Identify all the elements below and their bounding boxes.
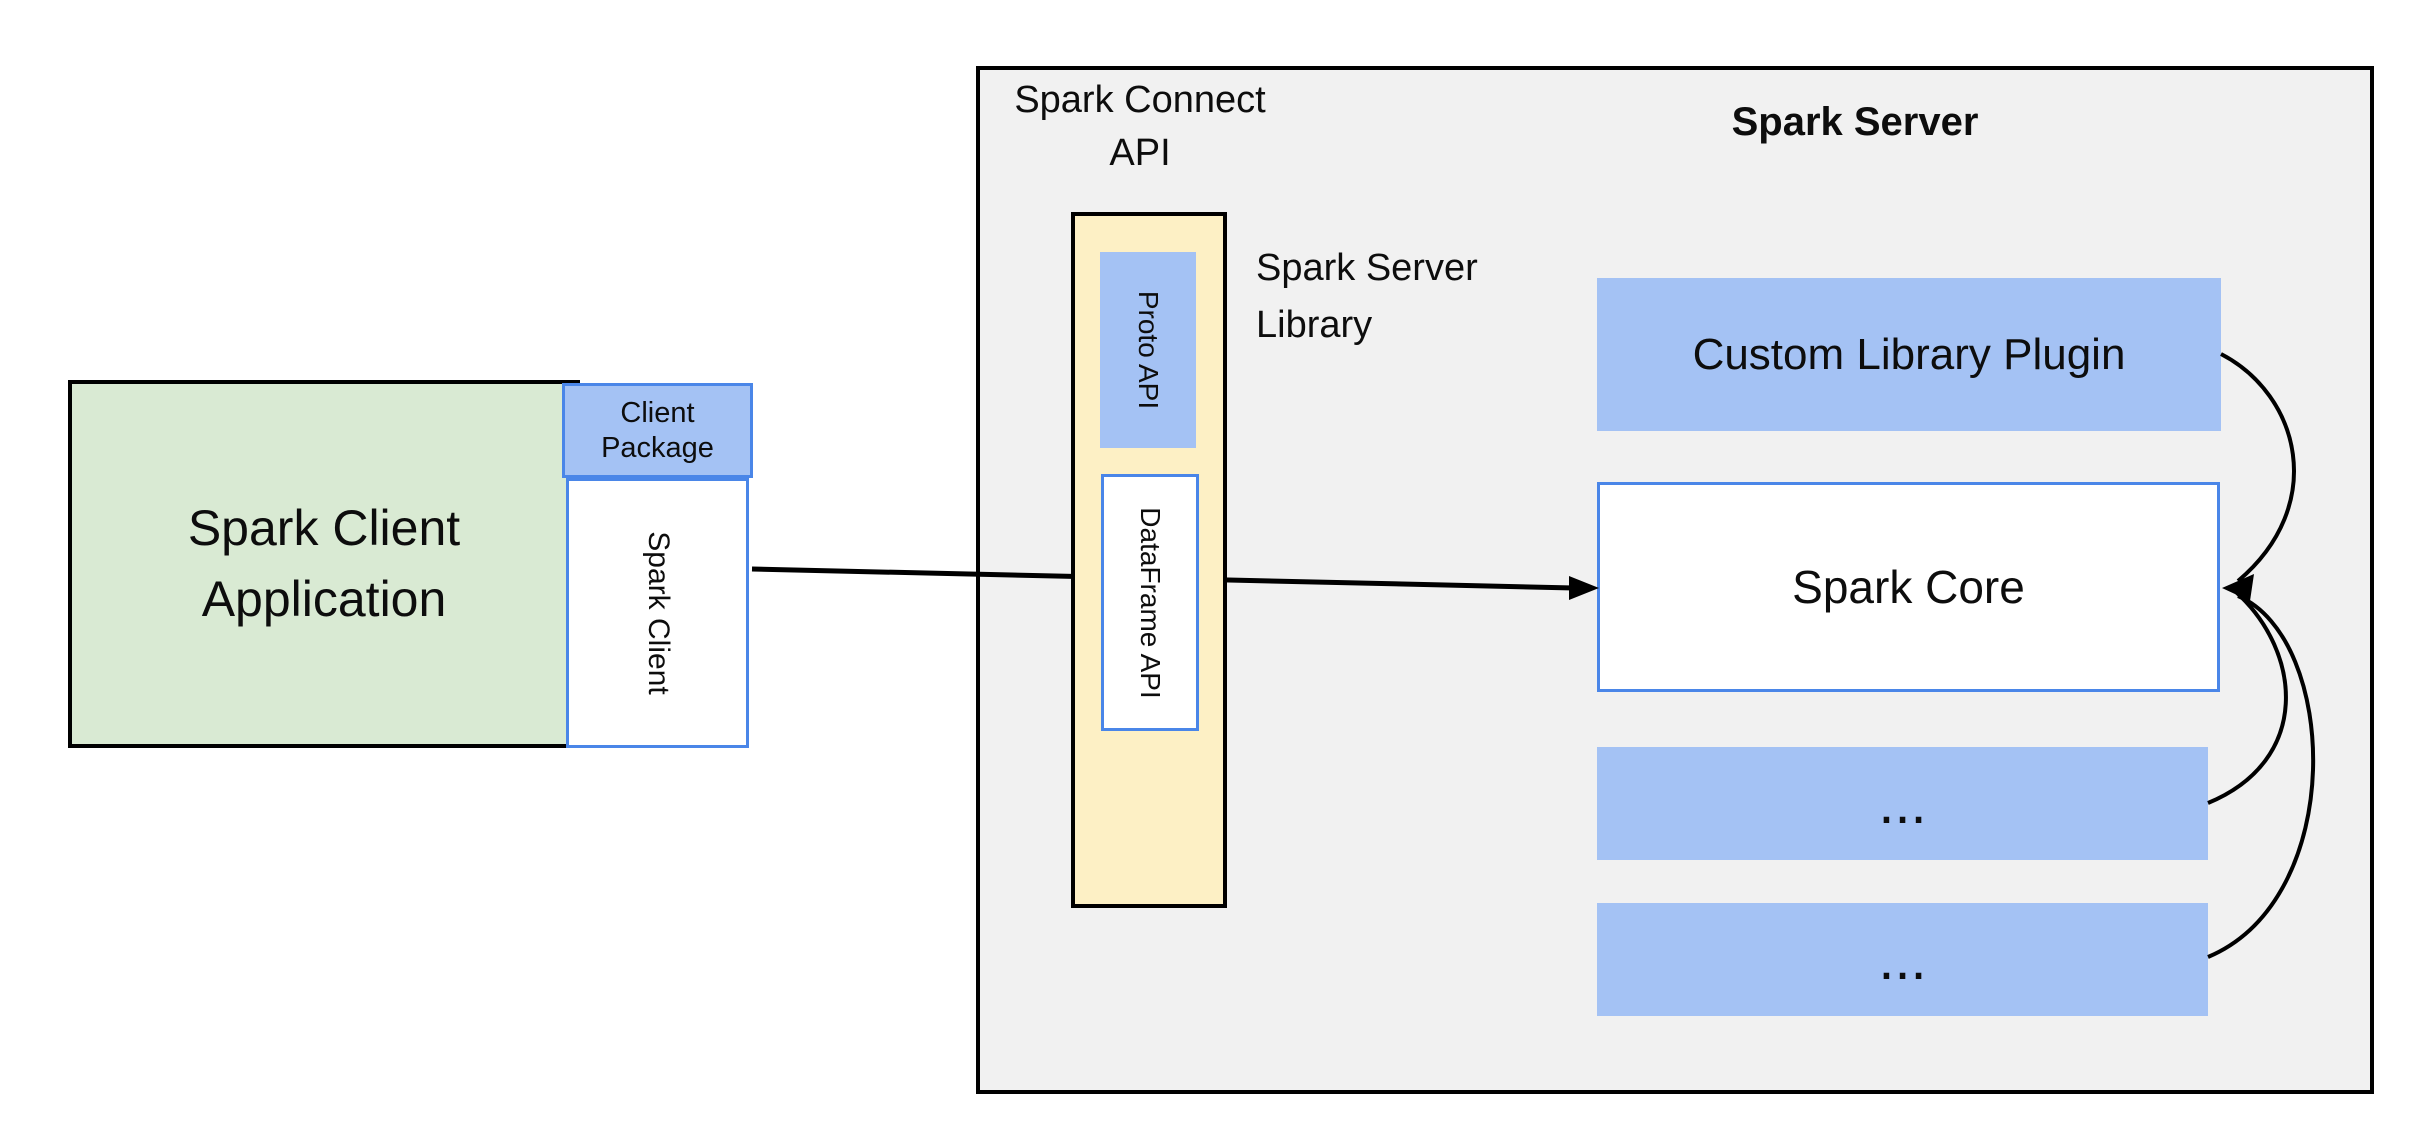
spark-client-application-label: Spark Client Application <box>187 500 461 627</box>
spark-connect-api-box: Proto API DataFrame API <box>1071 212 1227 908</box>
client-package-label: Client Package <box>601 396 714 464</box>
dataframe-api-box: DataFrame API <box>1101 474 1199 731</box>
spark-client-label: Spark Client <box>641 531 675 695</box>
spark-core-box: Spark Core <box>1597 482 2220 692</box>
spark-server-title: Spark Server <box>1731 100 1979 144</box>
ellipsis-box-2: ... <box>1597 903 2208 1016</box>
spark-client-box: Spark Client <box>566 478 749 748</box>
proto-api-label: Proto API <box>1133 290 1164 410</box>
custom-library-plugin-label: Custom Library Plugin <box>1692 329 2126 379</box>
proto-api-box: Proto API <box>1100 252 1196 448</box>
ellipsis-box-1-label: ... <box>1878 771 1927 836</box>
client-package-box: Client Package <box>562 383 753 478</box>
spark-client-application-box: Spark Client Application <box>68 380 580 748</box>
custom-library-plugin-box: Custom Library Plugin <box>1597 278 2221 431</box>
dataframe-api-label: DataFrame API <box>1135 506 1166 699</box>
spark-core-label: Spark Core <box>1792 561 2025 613</box>
ellipsis-box-2-label: ... <box>1878 927 1927 992</box>
ellipsis-box-1: ... <box>1597 747 2208 860</box>
spark-connect-api-label: Spark Connect API <box>1014 79 1266 175</box>
spark-server-library-label: Spark Server Library <box>1256 247 1478 346</box>
